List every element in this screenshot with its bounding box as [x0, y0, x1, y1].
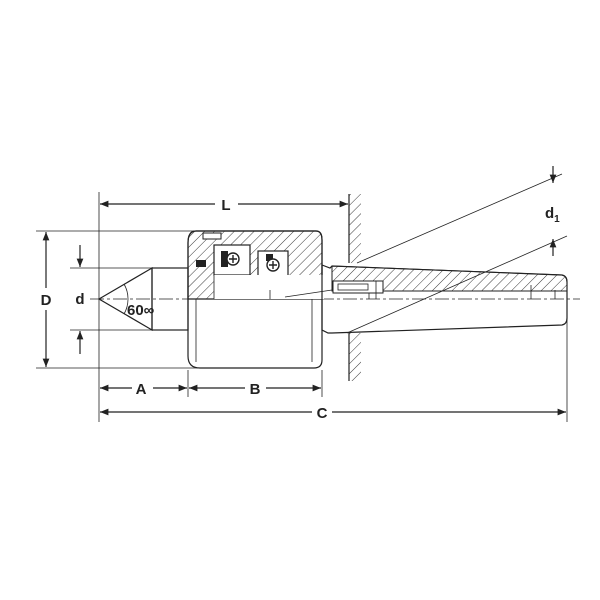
- dim-label-d: d: [75, 291, 84, 308]
- spindle-wall: [348, 194, 361, 381]
- d1-extension-upper: [356, 173, 563, 264]
- dim-label-C: C: [317, 405, 328, 422]
- dim-label-L: L: [221, 197, 230, 214]
- dim-label-D: D: [41, 292, 52, 309]
- dim-label-B: B: [250, 381, 261, 398]
- dim-label-A: A: [136, 381, 147, 398]
- bearing-housing: [187, 230, 333, 369]
- d1-extension-lower: [346, 235, 568, 334]
- morse-taper-shank: [321, 264, 568, 334]
- dim-label-d1: d1: [545, 205, 560, 225]
- angle-label: 60∞: [127, 302, 155, 319]
- extension-lines: [36, 192, 568, 422]
